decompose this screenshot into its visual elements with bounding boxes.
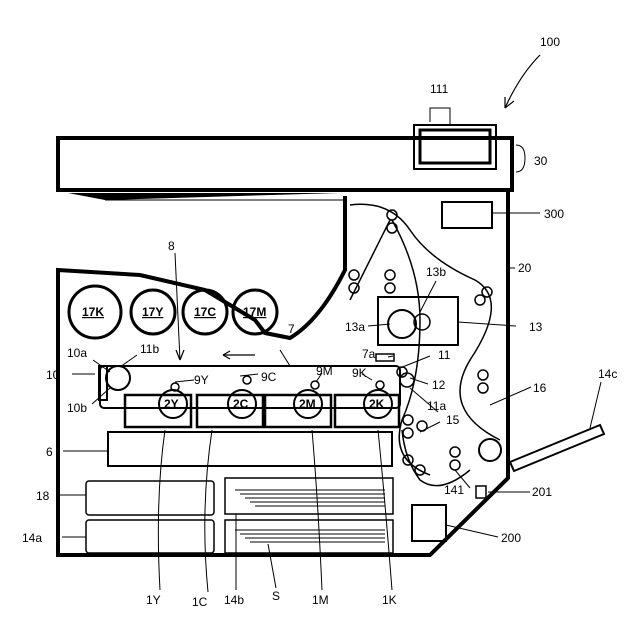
controller-box (442, 202, 492, 228)
label-13: 13 (529, 320, 543, 334)
label-16: 16 (533, 381, 547, 395)
toner-label-17C: 17C (194, 305, 216, 319)
box-18 (86, 481, 214, 515)
control-board (412, 505, 446, 541)
fixing-unit (378, 297, 458, 345)
label-200: 200 (501, 531, 521, 545)
sensor-201 (476, 486, 486, 498)
primary-roller-9C (243, 376, 251, 384)
label-13a: 13a (345, 320, 365, 334)
belt-sensor (376, 354, 394, 361)
label-30: 30 (534, 154, 548, 168)
label-10b: 10b (67, 401, 87, 415)
operation-panel-screen (420, 130, 490, 163)
paper-path-duplex (350, 220, 390, 300)
primary-roller-9M (311, 381, 319, 389)
label-10a: 10a (67, 346, 87, 360)
label-141: 141 (444, 483, 464, 497)
paper-cassette (225, 478, 393, 514)
label-1K: 1K (382, 593, 397, 607)
label-1C: 1C (192, 595, 208, 609)
drum-label-2K: 2K (369, 397, 385, 411)
label-15: 15 (446, 413, 460, 427)
bypass-tray (510, 425, 604, 471)
toner-label-17K: 17K (82, 305, 104, 319)
label-11b: 11b (140, 342, 159, 356)
label-1M: 1M (312, 593, 329, 607)
paper-cassette-lower (225, 520, 393, 553)
label-1Y: 1Y (146, 593, 161, 607)
label-7a: 7a (362, 347, 376, 361)
exposure-unit (108, 432, 392, 466)
process-unit-Y (125, 395, 191, 427)
label-300: 300 (544, 207, 564, 221)
apparatus-arrow (505, 55, 540, 108)
secondary-roller-lower (400, 373, 414, 387)
label-14a: 14a (22, 531, 42, 545)
fixing-roller (388, 310, 416, 338)
label-20: 20 (518, 261, 532, 275)
roller-label-9K: 9K (352, 366, 367, 380)
toner-label-17M: 17M (243, 305, 266, 319)
output-tray (68, 193, 340, 200)
label-11: 11 (438, 348, 451, 362)
label-S: S (272, 589, 280, 603)
label-11a: 11a (427, 399, 446, 413)
label-6: 6 (46, 445, 53, 459)
label-201: 201 (532, 485, 552, 499)
primary-roller-9K (376, 381, 384, 389)
label-12: 12 (432, 378, 446, 392)
path-rollers (349, 210, 501, 475)
label-100: 100 (540, 35, 560, 49)
drive-roller (106, 366, 130, 390)
drum-label-2Y: 2Y (164, 397, 179, 411)
label-7: 7 (288, 322, 295, 336)
label-8: 8 (168, 239, 175, 253)
label-10: 10 (46, 368, 60, 382)
roller-label-9C: 9C (261, 370, 277, 384)
paper-tray-14a (86, 520, 214, 553)
label-14c: 14c (598, 367, 617, 381)
roller-label-9M: 9M (316, 364, 333, 378)
label-18: 18 (36, 489, 50, 503)
label-13b: 13b (426, 265, 446, 279)
main-body-outline (58, 190, 508, 555)
paper-stack (235, 490, 385, 542)
labels: 100 111 30 300 20 8 7 7a 10a 11b 10 10b … (22, 35, 617, 609)
label-14b: 14b (224, 593, 244, 607)
label-111: 111 (430, 82, 449, 96)
drum-label-2C: 2C (233, 397, 249, 411)
roller-label-9Y: 9Y (194, 373, 209, 387)
drum-label-2M: 2M (299, 397, 316, 411)
toner-label-17Y: 17Y (142, 305, 163, 319)
